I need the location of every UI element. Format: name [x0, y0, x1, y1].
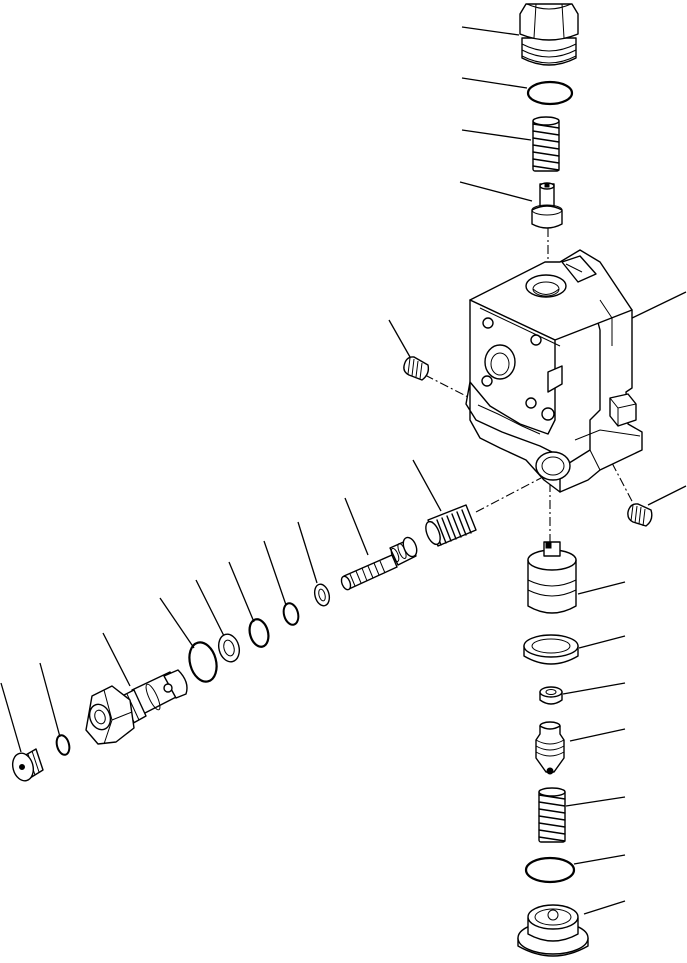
leader-o-ring-top	[462, 78, 527, 88]
leader-plug-bottom	[584, 901, 625, 914]
leader-spring-top	[462, 130, 531, 140]
ring-small	[281, 602, 300, 627]
spring-top	[533, 117, 559, 171]
leader-poppet-top	[460, 182, 532, 201]
leader-cartridge	[103, 633, 130, 686]
leader-o-ring-medium-2	[160, 598, 194, 648]
plug-left	[10, 749, 43, 783]
plug-top	[520, 4, 578, 65]
valve-body	[466, 250, 642, 492]
cartridge	[86, 670, 187, 744]
leader-valve-stem	[345, 498, 368, 555]
set-screw-right	[628, 504, 652, 526]
leader-plug-top	[462, 27, 519, 35]
poppet-top	[532, 183, 562, 228]
leader-ring-small	[264, 541, 286, 605]
washer-medium	[216, 632, 243, 664]
o-ring-medium	[185, 639, 220, 684]
o-ring-small	[55, 734, 72, 756]
check-poppet	[536, 722, 564, 774]
leader-seal-ring	[579, 636, 625, 648]
set-screw-left	[404, 357, 429, 380]
leader-sleeve	[578, 582, 625, 594]
spring-bottom	[539, 788, 565, 842]
centerline-side	[476, 478, 541, 512]
ring-medium	[247, 617, 272, 649]
centerline-left-screw	[425, 375, 470, 398]
leader-check-poppet	[570, 729, 625, 741]
leader-ring-medium	[229, 562, 254, 622]
leader-spring-bottom	[566, 797, 625, 806]
leader-set-screw-left	[389, 320, 410, 357]
leader-lines	[1, 27, 686, 914]
washer	[540, 687, 562, 704]
seal-ring	[524, 635, 578, 664]
washer-small	[312, 583, 331, 608]
spring-side	[423, 505, 476, 546]
leader-o-ring-small	[40, 663, 60, 737]
valve-stem	[340, 535, 420, 591]
leader-washer	[563, 683, 625, 694]
leader-o-ring-medium	[196, 580, 224, 636]
center-lines	[425, 228, 633, 545]
leader-set-screw-right	[648, 486, 686, 505]
leader-washer-small	[298, 522, 317, 583]
leader-valve-body	[628, 292, 686, 320]
leader-o-ring-bottom	[574, 855, 625, 864]
o-ring-top	[528, 82, 572, 104]
leader-plug-left	[1, 683, 21, 752]
o-ring-bottom	[526, 858, 574, 882]
centerline-right-screw	[612, 463, 633, 503]
sleeve	[528, 542, 576, 613]
plug-bottom	[518, 905, 588, 956]
leader-spring-side	[413, 460, 441, 511]
